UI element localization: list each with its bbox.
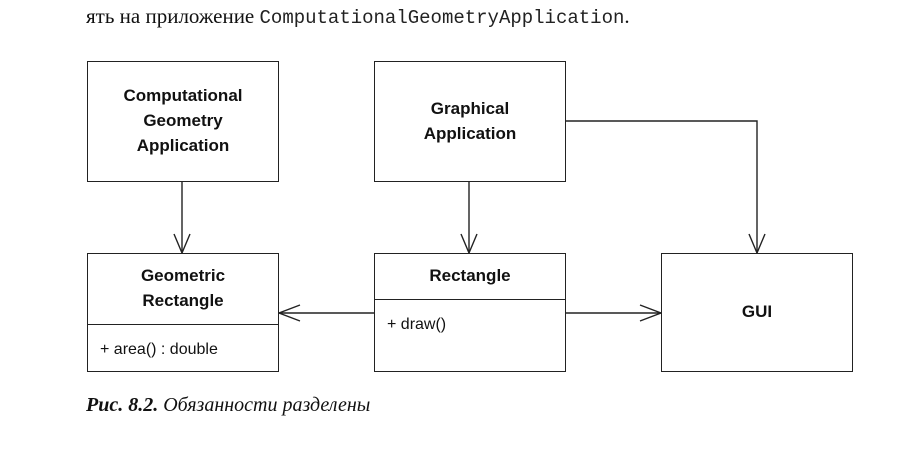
figure-caption-text: Обязанности разделены — [158, 394, 371, 416]
figure-caption: Рис. 8.2. Обязанности разделены — [86, 394, 370, 417]
arrowhead-rectangle-to-geometric-rectangle — [277, 304, 301, 322]
intro-suffix: . — [624, 4, 630, 28]
class-gui: GUI — [661, 253, 853, 372]
figure-number: Рис. 8.2. — [86, 394, 159, 416]
class-name: GUI — [741, 302, 773, 321]
class-graphical-application: Graphical Application — [374, 61, 566, 182]
intro-prefix: ять на приложение — [86, 4, 260, 28]
class-operation: + area() : double — [100, 341, 218, 358]
class-operation: + draw() — [387, 316, 447, 333]
arrow-graphical-to-gui — [565, 120, 758, 253]
class-computational-geometry-application: Computational Geometry Application — [87, 61, 279, 182]
class-name: Graphical Application — [423, 99, 517, 143]
class-name: Rectangle — [429, 266, 511, 285]
class-name: Geometric Rectangle — [140, 266, 226, 310]
class-compartment-divider — [375, 299, 565, 300]
class-name: Computational Geometry Application — [123, 86, 243, 155]
intro-text: ять на приложение ComputationalGeometryA… — [86, 4, 630, 29]
intro-code: ComputationalGeometryApplication — [259, 7, 625, 29]
class-geometric-rectangle: Geometric Rectangle + area() : double — [87, 253, 279, 372]
class-compartment-divider — [88, 324, 278, 325]
class-rectangle: Rectangle + draw() — [374, 253, 566, 372]
